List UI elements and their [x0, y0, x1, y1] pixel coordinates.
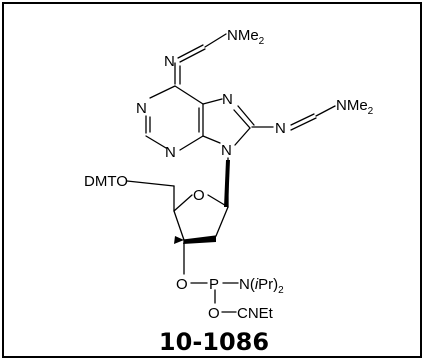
label-cnet: CNEt	[237, 305, 274, 322]
label-n7: N	[222, 91, 233, 108]
label-ring-o: O	[193, 187, 205, 204]
structure-frame	[2, 2, 422, 358]
bonds	[126, 33, 336, 313]
wedge-bond-c1-n9	[224, 160, 230, 207]
wedge-bond-c3	[174, 236, 184, 244]
label-p: P	[209, 276, 219, 293]
label-dmto: DMTO	[84, 173, 128, 190]
label-o3: O	[176, 276, 188, 293]
label-nipr2: N(iPr)2	[239, 276, 284, 296]
label-nme2-right: NMe2	[336, 97, 374, 117]
chemical-structure: NMe2 N N N N N N NMe2 DMTO O O P N(iPr)2…	[84, 27, 374, 322]
label-n9: N	[221, 142, 232, 159]
label-n-exo-top: N	[164, 53, 175, 70]
label-nme2-top: NMe2	[227, 27, 265, 47]
catalog-number: 10-1086	[158, 328, 270, 356]
label-n1: N	[136, 100, 147, 117]
wedge-bond-c3-c2	[183, 236, 216, 244]
label-n-exo-right: N	[275, 120, 286, 137]
label-n3: N	[165, 144, 176, 161]
label-o-cne: O	[208, 305, 220, 322]
